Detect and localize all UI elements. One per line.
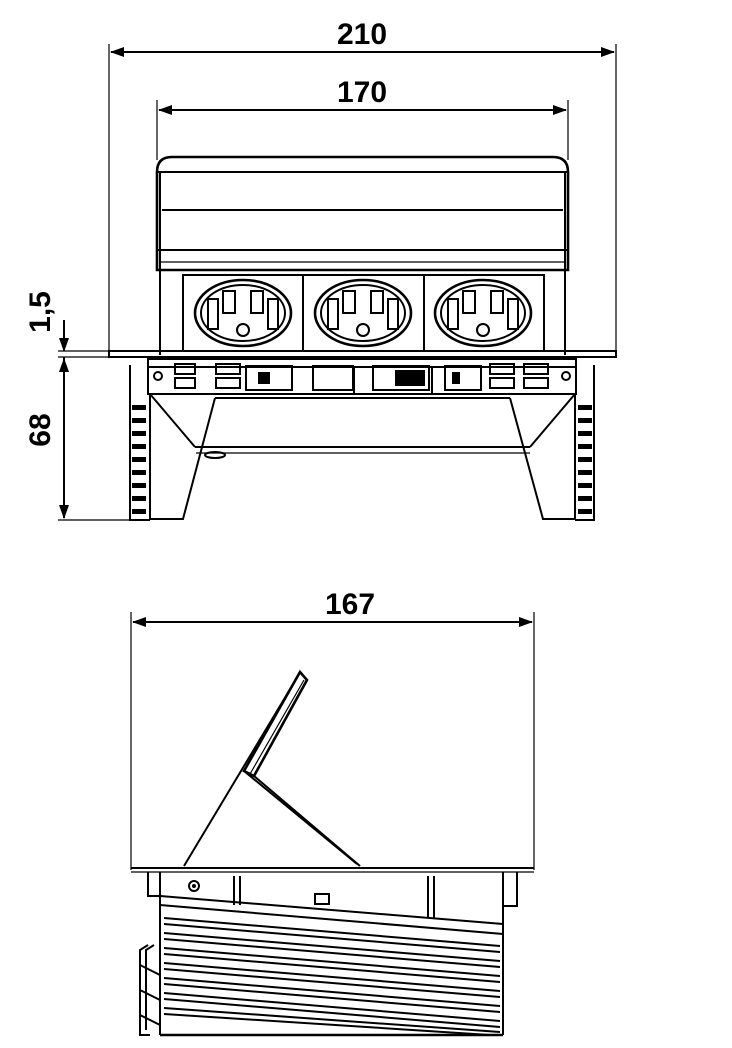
flange — [108, 350, 617, 358]
cover-plate — [131, 867, 534, 873]
side-housing — [147, 872, 518, 1035]
lower-frame — [129, 365, 595, 521]
terminal-strip — [147, 358, 577, 395]
dimension-side-width-label: 167 — [325, 588, 375, 621]
side-view: 167 — [130, 588, 535, 1037]
dimension-side-width: 167 — [130, 588, 535, 870]
dimension-inner-width-label: 170 — [337, 76, 387, 109]
dimension-inner-width: 170 — [156, 76, 569, 160]
dimension-depth-label: 68 — [24, 413, 57, 446]
side-ribs-right — [578, 405, 592, 514]
lid-housing — [155, 155, 570, 355]
open-lid — [183, 669, 361, 867]
clamp-hooks — [139, 944, 161, 1036]
socket-2 — [313, 278, 413, 348]
dimension-flange: 1,5 — [24, 291, 109, 372]
side-ribs-left — [132, 405, 146, 514]
socket-3 — [433, 278, 533, 348]
dimension-outer-width: 210 — [108, 18, 617, 355]
side-ribs — [160, 917, 503, 1037]
front-view: 210 170 — [24, 18, 617, 521]
socket-panel — [182, 274, 545, 352]
socket-1 — [193, 278, 293, 348]
dimension-flange-label: 1,5 — [24, 291, 57, 333]
dimension-depth: 68 — [24, 358, 150, 521]
dimension-outer-width-label: 210 — [337, 18, 387, 51]
